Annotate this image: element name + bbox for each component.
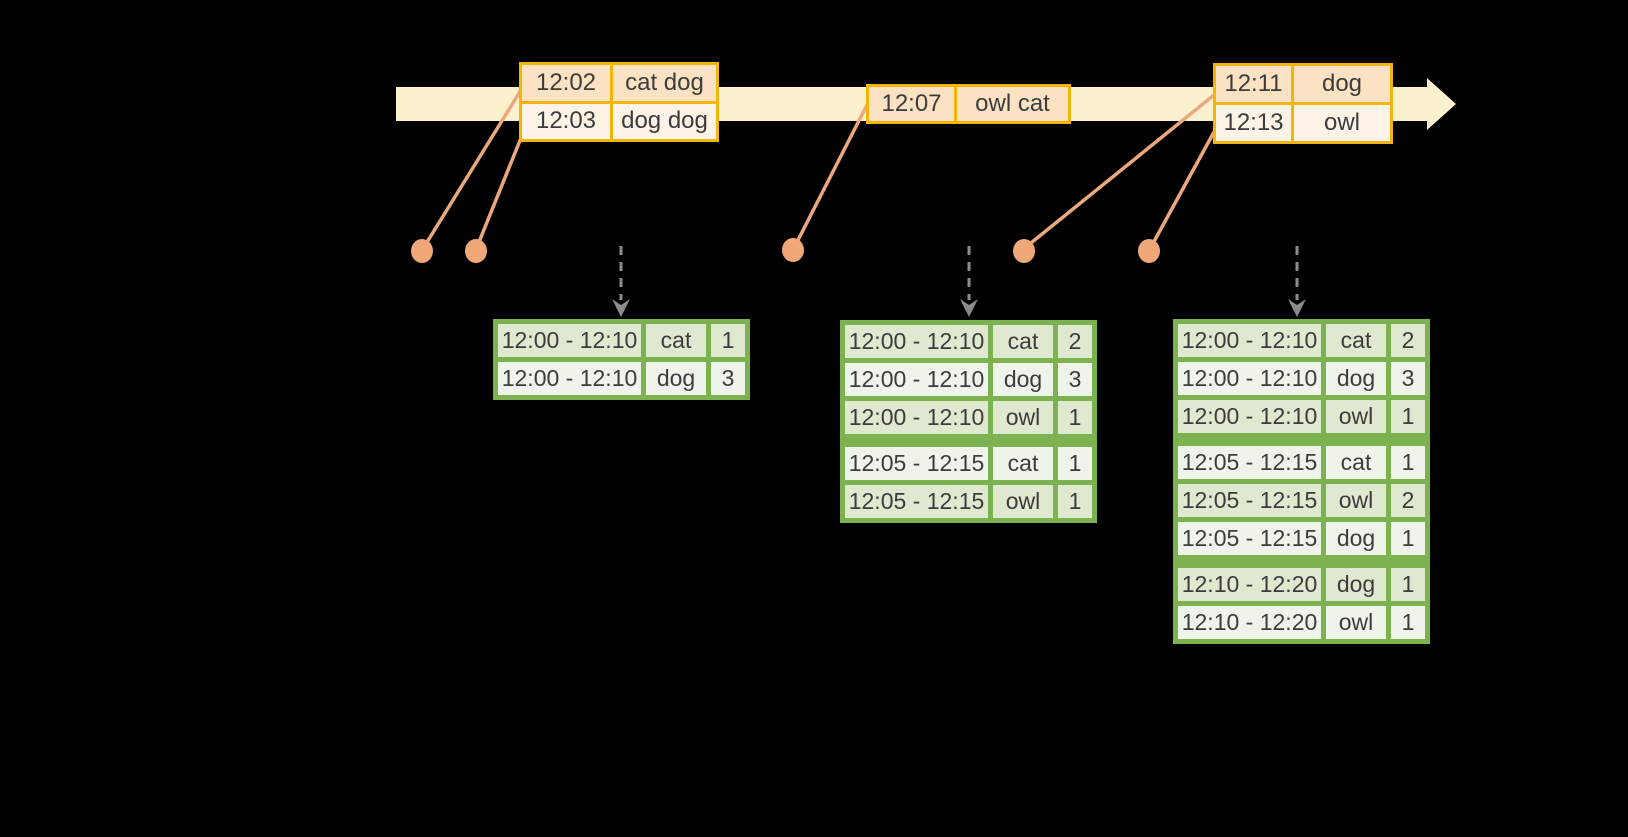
result-count-cell: 1 (1058, 401, 1092, 434)
event-words-cell: dog dog (613, 103, 716, 139)
result-count-cell: 2 (1058, 325, 1092, 358)
event-words-cell: owl (1294, 105, 1390, 141)
result-count-cell: 2 (1391, 324, 1425, 357)
result-count-cell: 1 (1058, 447, 1092, 480)
result-word-cell: dog (1326, 522, 1386, 555)
event-dot (1138, 239, 1160, 263)
event-connector-line (1149, 131, 1216, 248)
result-window-cell: 12:00 - 12:10 (845, 401, 988, 434)
event-time-cell: 12:11 (1216, 66, 1291, 102)
event-words-cell: cat dog (613, 65, 716, 101)
event-time-cell: 12:02 (522, 65, 610, 101)
event-time-cell: 12:07 (869, 87, 954, 121)
result-window-cell: 12:05 - 12:15 (845, 485, 988, 518)
result-word-cell: owl (1326, 484, 1386, 517)
result-window-cell: 12:05 - 12:15 (1178, 522, 1321, 555)
event-connector-line (793, 102, 870, 247)
result-window-cell: 12:00 - 12:10 (845, 363, 988, 396)
event-time-axis-arrowhead-icon (1427, 78, 1456, 130)
event-words-cell: owl cat (957, 87, 1068, 121)
result-word-cell: dog (1326, 362, 1386, 395)
result-word-cell: cat (993, 325, 1053, 358)
event-dot (1013, 239, 1035, 263)
event-connector-line (422, 89, 523, 248)
result-count-cell: 1 (711, 324, 745, 357)
result-word-cell: dog (993, 363, 1053, 396)
trigger-arrow-icon (612, 246, 630, 317)
result-window-cell: 12:00 - 12:10 (498, 362, 641, 395)
event-words-cell: dog (1294, 66, 1390, 102)
result-count-cell: 1 (1058, 485, 1092, 518)
event-dot (465, 239, 487, 263)
result-count-cell: 1 (1391, 606, 1425, 639)
event-dot (411, 239, 433, 263)
result-count-cell: 1 (1391, 446, 1425, 479)
result-count-cell: 2 (1391, 484, 1425, 517)
trigger-arrow-icon (960, 246, 978, 317)
result-word-cell: cat (1326, 324, 1386, 357)
result-word-cell: cat (1326, 446, 1386, 479)
window-group-separator (845, 439, 1092, 442)
result-word-cell: cat (993, 447, 1053, 480)
result-count-cell: 1 (1391, 568, 1425, 601)
result-count-cell: 1 (1391, 522, 1425, 555)
window-group-separator (1178, 560, 1425, 563)
result-count-cell: 1 (1391, 400, 1425, 433)
result-word-cell: cat (646, 324, 706, 357)
result-word-cell: dog (1326, 568, 1386, 601)
trigger-arrow-icon (1288, 246, 1306, 317)
result-window-cell: 12:00 - 12:10 (1178, 362, 1321, 395)
result-word-cell: dog (646, 362, 706, 395)
result-word-cell: owl (993, 401, 1053, 434)
result-window-cell: 12:00 - 12:10 (498, 324, 641, 357)
result-count-cell: 3 (711, 362, 745, 395)
result-word-cell: owl (1326, 606, 1386, 639)
event-dot (782, 238, 804, 262)
event-time-cell: 12:13 (1216, 105, 1291, 141)
result-window-cell: 12:10 - 12:20 (1178, 606, 1321, 639)
result-window-cell: 12:00 - 12:10 (845, 325, 988, 358)
result-count-cell: 3 (1391, 362, 1425, 395)
result-window-cell: 12:00 - 12:10 (1178, 400, 1321, 433)
result-window-cell: 12:10 - 12:20 (1178, 568, 1321, 601)
result-word-cell: owl (1326, 400, 1386, 433)
event-connector-line (475, 137, 523, 248)
window-group-separator (1178, 438, 1425, 441)
result-window-cell: 12:05 - 12:15 (1178, 484, 1321, 517)
result-window-cell: 12:05 - 12:15 (845, 447, 988, 480)
event-connector-line (1024, 93, 1216, 249)
result-word-cell: owl (993, 485, 1053, 518)
event-time-cell: 12:03 (522, 103, 610, 139)
result-window-cell: 12:00 - 12:10 (1178, 324, 1321, 357)
result-window-cell: 12:05 - 12:15 (1178, 446, 1321, 479)
result-count-cell: 3 (1058, 363, 1092, 396)
